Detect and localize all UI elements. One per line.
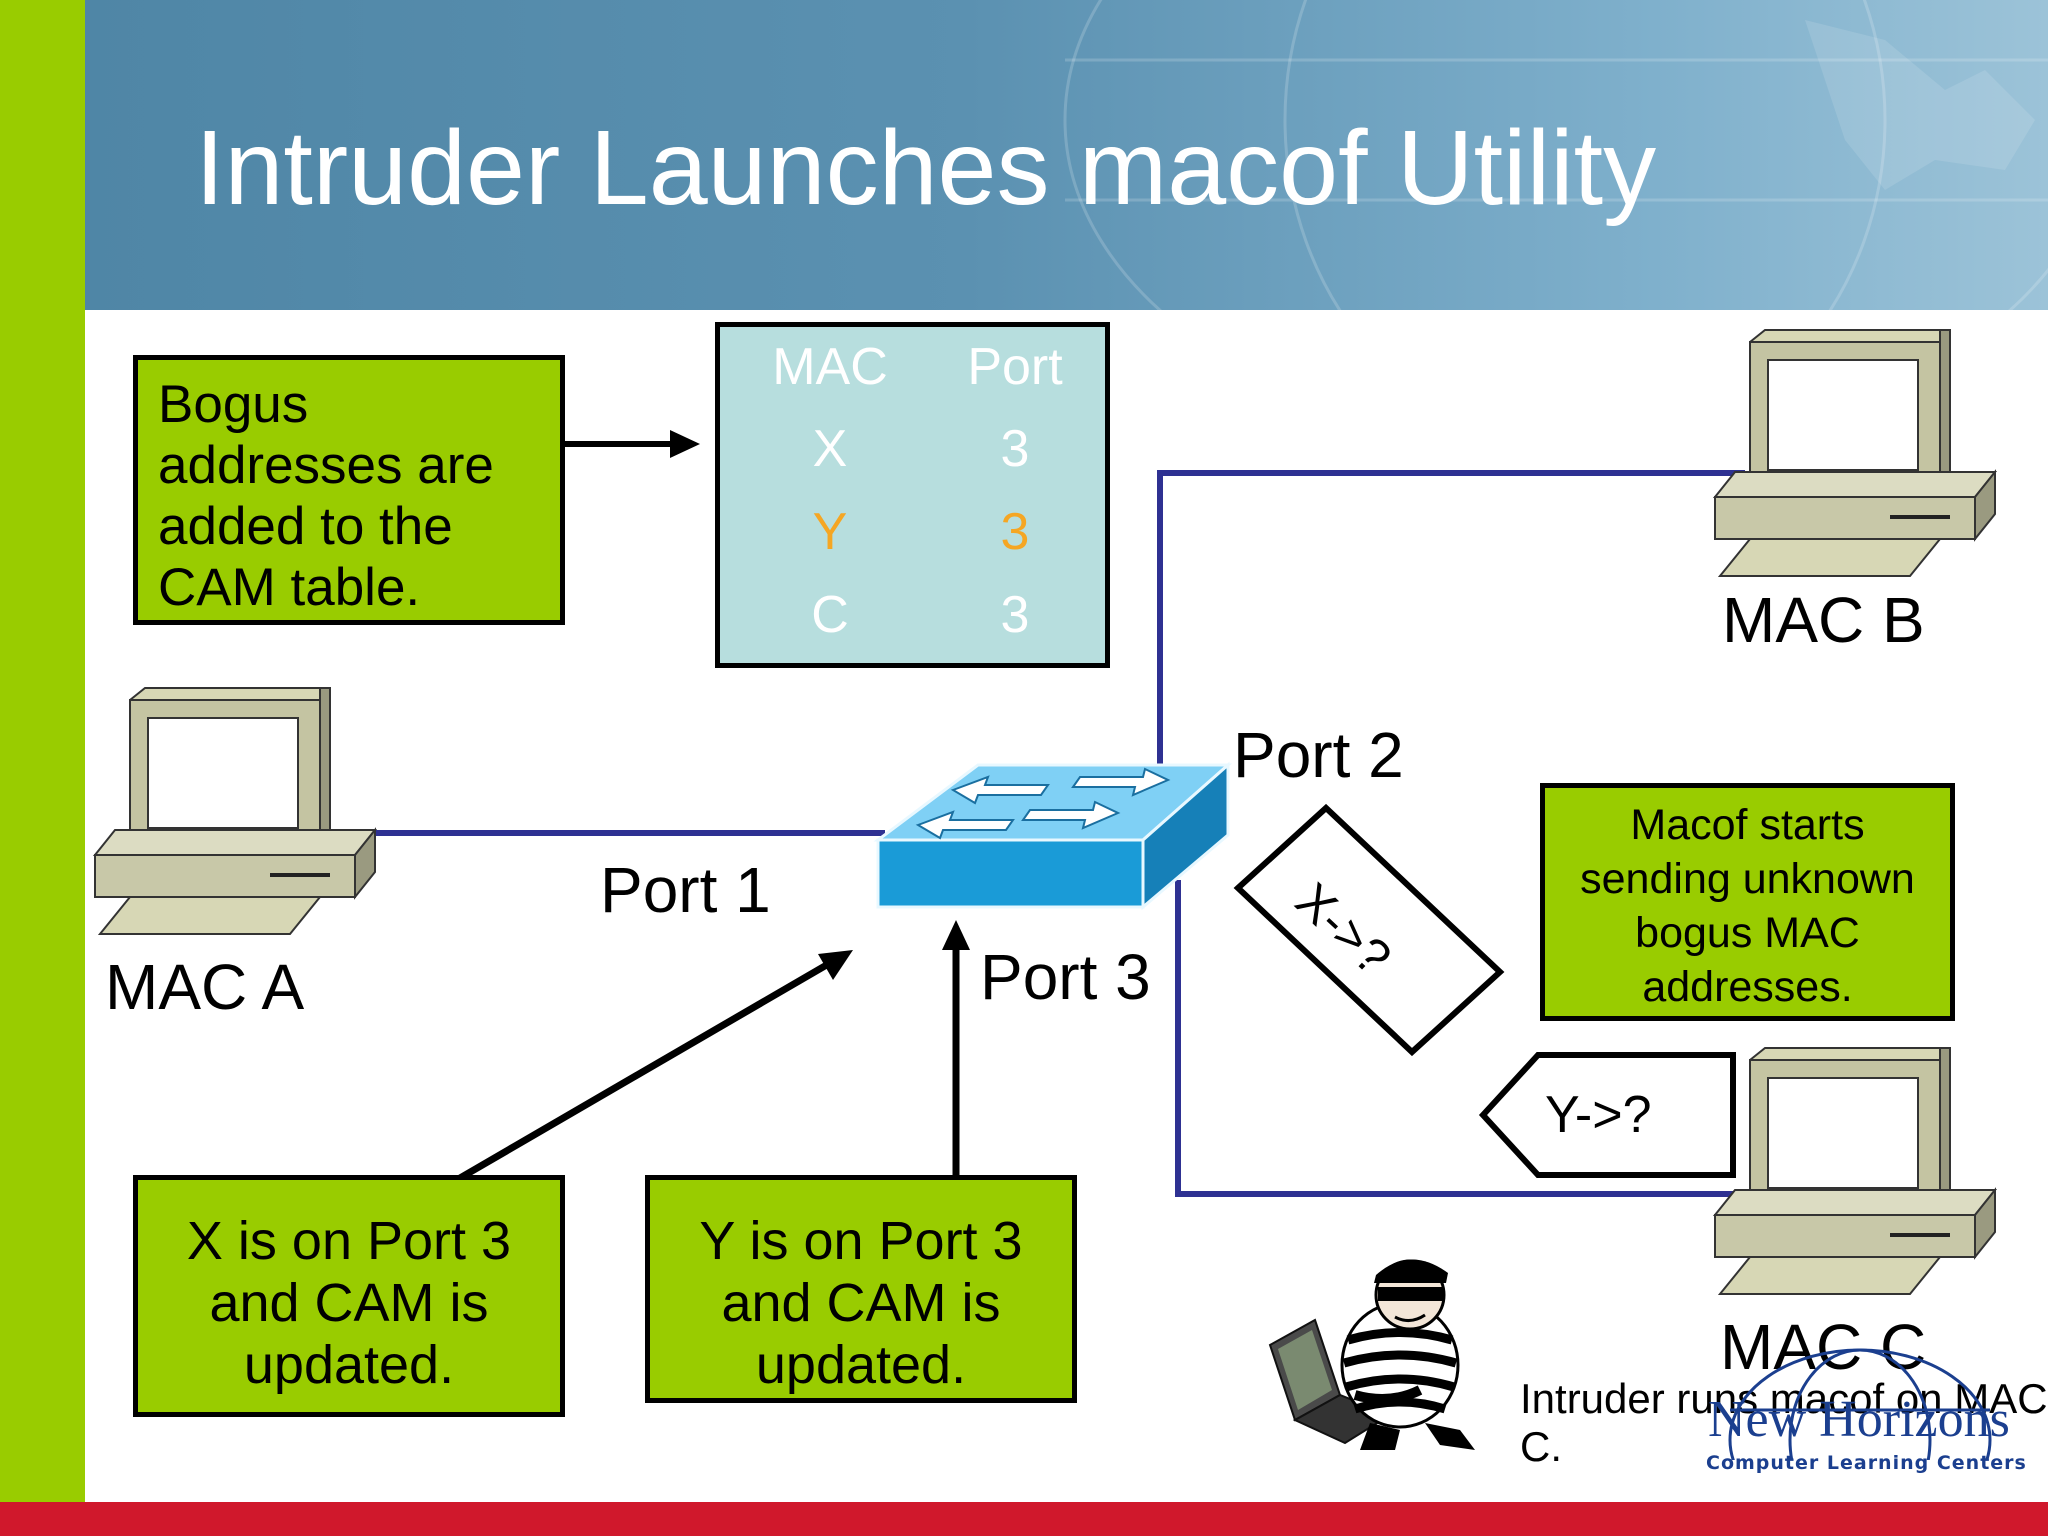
logo-name: New Horizons bbox=[1708, 1391, 2010, 1448]
y-frame-label: Y->? bbox=[1545, 1086, 1652, 1144]
link-port3 bbox=[1175, 880, 1745, 1197]
y-frame-packet bbox=[1478, 1052, 1736, 1178]
port3-label: Port 3 bbox=[980, 941, 1151, 1013]
cam-header-port: Port bbox=[967, 338, 1063, 396]
footer-bar bbox=[0, 1502, 2048, 1536]
macof-starts-callout: Macof starts sending unknown bogus MAC a… bbox=[1540, 783, 1955, 1021]
cam-row-mac: X bbox=[812, 420, 848, 478]
cam-row-port-highlight: 3 bbox=[1000, 503, 1030, 561]
port2-label: Port 2 bbox=[1233, 719, 1404, 791]
cam-row-port: 3 bbox=[1000, 420, 1030, 478]
cam-row-mac-highlight: Y bbox=[812, 503, 848, 561]
title-banner bbox=[85, 0, 2048, 310]
cam-row-mac: C bbox=[811, 586, 849, 644]
switch-icon bbox=[873, 761, 1232, 911]
cam-row-port: 3 bbox=[1000, 586, 1030, 644]
y-port3-callout: Y is on Port 3 and CAM is updated. bbox=[645, 1175, 1077, 1403]
slide-title: Intruder Launches macof Utility bbox=[195, 109, 1657, 227]
arrow-y-to-switch bbox=[942, 920, 970, 950]
globe-watermark bbox=[1063, 0, 2048, 310]
link-port2 bbox=[1157, 470, 1745, 780]
x-port3-callout: X is on Port 3 and CAM is updated. bbox=[133, 1175, 565, 1417]
computer-mac-a-icon bbox=[92, 687, 378, 935]
bogus-addresses-text: Bogus addresses are added to the CAM tab… bbox=[158, 375, 494, 617]
x-port3-text: X is on Port 3 and CAM is updated. bbox=[186, 1211, 512, 1395]
y-port3-text: Y is on Port 3 and CAM is updated. bbox=[699, 1211, 1023, 1395]
mac-a-label: MAC A bbox=[105, 951, 305, 1023]
cam-header-mac: MAC bbox=[772, 338, 888, 396]
globe-logo-icon bbox=[1728, 1348, 1992, 1460]
left-accent-bar bbox=[0, 0, 85, 1536]
logo-tagline: Computer Learning Centers bbox=[1706, 1452, 2027, 1474]
macof-starts-text: Macof starts sending unknown bogus MAC a… bbox=[1580, 801, 1915, 1011]
bogus-addresses-callout: Bogus addresses are added to the CAM tab… bbox=[133, 355, 565, 625]
computer-mac-b-icon bbox=[1712, 329, 1998, 577]
intruder-burglar-icon bbox=[1268, 1259, 1475, 1450]
mac-c-label: MAC C bbox=[1720, 1311, 1927, 1383]
computer-mac-c-icon bbox=[1712, 1047, 1998, 1295]
x-frame-packet bbox=[1233, 803, 1505, 1057]
arrow-to-cam bbox=[670, 430, 700, 458]
port1-label: Port 1 bbox=[600, 854, 771, 926]
cam-table: MAC Port X 3 Y 3 C 3 bbox=[715, 322, 1110, 668]
mac-b-label: MAC B bbox=[1722, 584, 1925, 656]
arrow-x-to-switch bbox=[818, 950, 853, 980]
